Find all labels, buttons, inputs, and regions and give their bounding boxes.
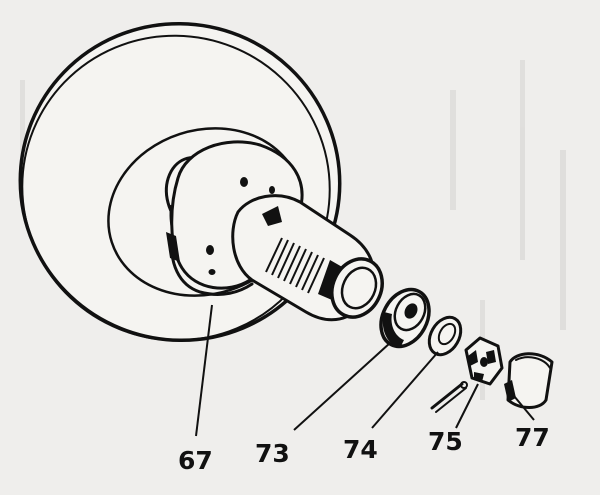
thrust-washer-74 <box>427 315 463 357</box>
castle-nut-75 <box>464 336 504 386</box>
hub-assembly <box>164 140 384 322</box>
split-pin <box>430 381 468 413</box>
bearing-73 <box>379 287 431 349</box>
part-label-77: 77 <box>515 423 550 452</box>
part-label-75: 75 <box>428 427 463 456</box>
leader-lines <box>195 304 535 437</box>
hub-cap-77 <box>504 352 554 409</box>
part-label-74: 74 <box>343 435 378 464</box>
spline-section <box>265 237 325 294</box>
part-label-73: 73 <box>255 439 290 468</box>
part-label-67: 67 <box>178 446 213 475</box>
